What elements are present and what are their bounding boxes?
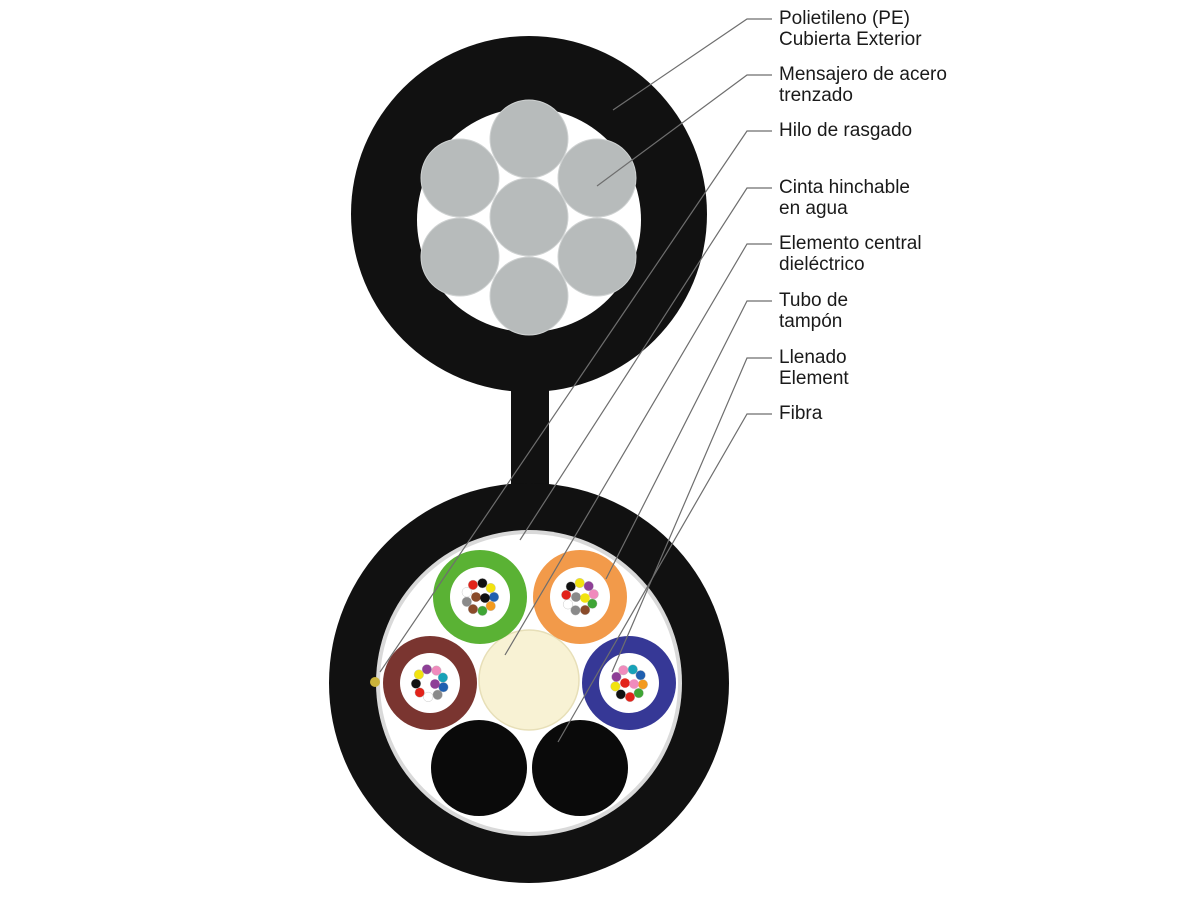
fiber bbox=[421, 678, 431, 688]
fiber bbox=[618, 665, 629, 676]
fiber bbox=[461, 587, 472, 598]
label-stranded-steel-messenger-line-2: trenzado bbox=[779, 85, 853, 106]
fiber bbox=[423, 691, 434, 702]
label-buffer-tube-line-2: tampón bbox=[779, 311, 843, 332]
label-pe-outer-jacket-line-2: Cubierta Exterior bbox=[779, 29, 922, 50]
steel-wire-7 bbox=[489, 256, 569, 336]
fiber bbox=[421, 664, 432, 675]
fiber bbox=[565, 581, 576, 592]
fiber bbox=[574, 578, 585, 589]
leader-line-water-swellable-tape bbox=[519, 187, 772, 541]
fiber bbox=[461, 596, 472, 607]
fiber bbox=[627, 664, 638, 675]
fiber bbox=[411, 678, 422, 689]
label-stranded-steel-messenger-line-1: Mensajero de acero bbox=[779, 64, 947, 85]
fiber bbox=[625, 692, 636, 703]
fiber bbox=[633, 688, 644, 699]
steel-wire-1 bbox=[489, 177, 569, 257]
fiber bbox=[629, 679, 639, 689]
label-pe-outer-jacket-line-1: Polietileno (PE) bbox=[779, 8, 910, 29]
fiber bbox=[611, 671, 622, 682]
steel-wire-5 bbox=[420, 217, 500, 297]
leader-line-fiber bbox=[557, 413, 772, 743]
fiber bbox=[615, 689, 626, 700]
fiber bbox=[489, 592, 500, 603]
label-filler-element-line-2: Element bbox=[779, 368, 849, 389]
fiber bbox=[583, 581, 594, 592]
buffer-tube-brown bbox=[383, 636, 477, 730]
fiber bbox=[485, 583, 496, 594]
ripcord-element bbox=[370, 677, 380, 687]
fiber bbox=[431, 665, 442, 676]
fiber bbox=[580, 593, 590, 603]
steel-wire-4 bbox=[557, 138, 637, 218]
fiber bbox=[480, 593, 490, 603]
stranded-steel-messenger bbox=[420, 99, 637, 336]
label-fiber: Fibra bbox=[779, 403, 822, 424]
fiber bbox=[637, 679, 648, 690]
label-buffer-tube-line-1: Tubo de bbox=[779, 290, 849, 311]
fiber bbox=[430, 679, 440, 689]
fiber bbox=[561, 589, 572, 600]
fiber bbox=[570, 605, 581, 616]
label-ripcord-line-1: Hilo de rasgado bbox=[779, 120, 913, 141]
fiber bbox=[414, 687, 425, 698]
steel-wire-2 bbox=[489, 99, 569, 179]
label-dielectric-central-member-line-1: Elemento central bbox=[779, 233, 922, 254]
label-dielectric-central-member-line-2: dieléctrico bbox=[779, 254, 865, 275]
fiber bbox=[571, 592, 581, 602]
fiber bbox=[620, 678, 630, 688]
fiber bbox=[588, 589, 599, 600]
fiber bbox=[413, 669, 424, 680]
fiber bbox=[580, 605, 591, 616]
fiber bbox=[468, 604, 479, 615]
label-pe-outer-jacket: Polietileno (PE)Cubierta Exterior bbox=[779, 8, 922, 50]
leader-line-stranded-steel-messenger bbox=[596, 74, 772, 187]
label-water-swellable-tape-line-2: en agua bbox=[779, 198, 848, 219]
fiber bbox=[610, 681, 621, 692]
fiber bbox=[635, 670, 646, 681]
central-member bbox=[478, 629, 580, 731]
web-neck bbox=[511, 382, 549, 494]
label-fiber-line-1: Fibra bbox=[779, 403, 823, 424]
fiber bbox=[477, 605, 488, 616]
filler-element-left bbox=[431, 720, 527, 816]
label-filler-element-line-1: Llenado bbox=[779, 347, 847, 368]
buffer-tube-blue bbox=[582, 636, 676, 730]
buffer-tube-green bbox=[433, 550, 527, 644]
label-ripcord: Hilo de rasgado bbox=[779, 120, 912, 141]
filler-element-right bbox=[532, 720, 628, 816]
fiber bbox=[471, 592, 481, 602]
fiber bbox=[438, 682, 449, 693]
leader-line-pe-outer-jacket bbox=[612, 18, 772, 111]
leader-line-filler-element bbox=[611, 357, 772, 673]
buffer-tube-orange bbox=[533, 550, 627, 644]
leader-line-dielectric-central-member bbox=[504, 243, 772, 656]
leader-line-ripcord bbox=[379, 130, 772, 673]
fiber bbox=[468, 579, 479, 590]
fiber bbox=[477, 578, 488, 589]
fiber bbox=[437, 672, 448, 683]
label-water-swellable-tape-line-1: Cinta hinchable bbox=[779, 177, 910, 198]
leader-line-buffer-tube bbox=[605, 300, 772, 580]
fiber bbox=[485, 601, 496, 612]
steel-wire-6 bbox=[557, 217, 637, 297]
steel-wire-3 bbox=[420, 138, 500, 218]
fiber bbox=[432, 689, 443, 700]
fiber bbox=[563, 599, 574, 610]
